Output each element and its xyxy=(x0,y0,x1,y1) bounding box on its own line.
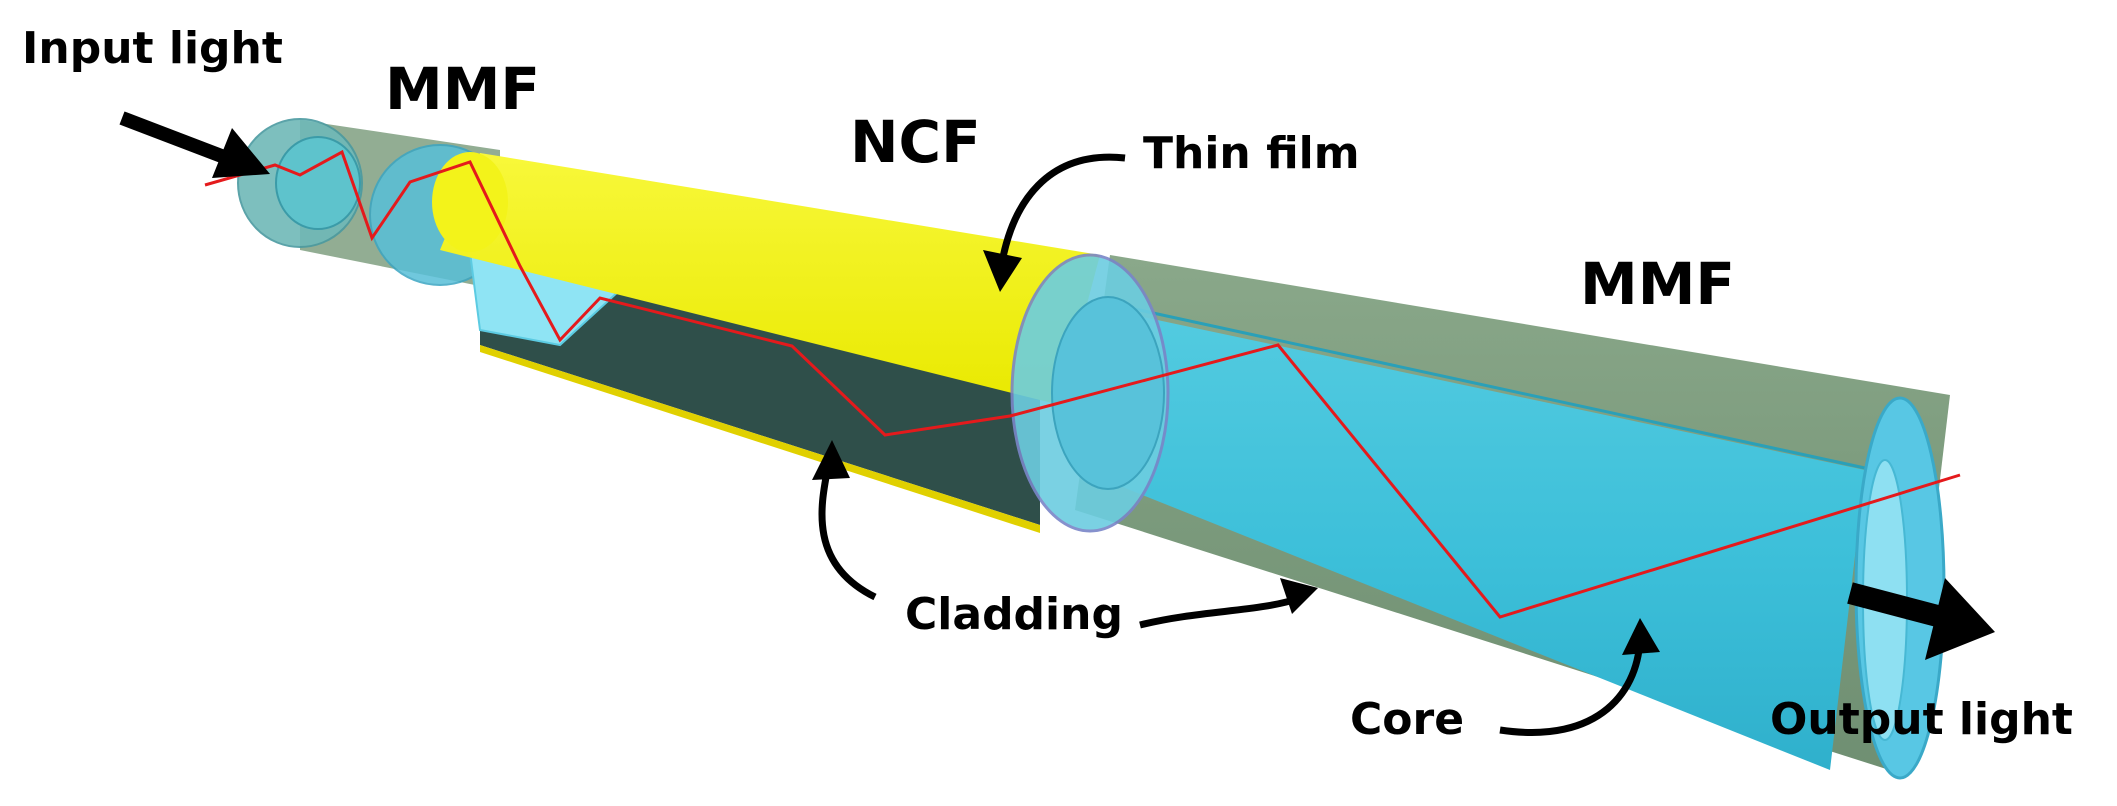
cladding-label: Cladding xyxy=(905,589,1123,640)
output-light-label: Output light xyxy=(1770,694,2073,745)
right-mmf-label: MMF xyxy=(1580,250,1736,318)
light-ray-path xyxy=(204,149,1961,619)
thin-film-label: Thin film xyxy=(1143,128,1360,179)
right-mmf-core xyxy=(1080,310,1865,770)
ncf-label: NCF xyxy=(850,108,981,176)
right-mmf-core-edge xyxy=(1129,306,1866,470)
input-light-arrow xyxy=(119,111,270,178)
core-label: Core xyxy=(1350,694,1465,745)
cladding-pointer-lower xyxy=(1139,578,1318,629)
output-light-arrow xyxy=(1847,578,1995,660)
thin-film-bottom-edge xyxy=(480,345,1040,533)
core-pointer xyxy=(1499,618,1660,736)
left-mmf-label: MMF xyxy=(385,55,541,123)
thin-film-pointer xyxy=(983,153,1126,292)
input-light-label: Input light xyxy=(22,23,283,74)
cladding-pointer-upper xyxy=(812,440,877,601)
left-mmf-core-end xyxy=(275,136,361,230)
right-joint-core xyxy=(1051,296,1165,490)
ncf-section xyxy=(432,152,1100,533)
thin-film-start-edge xyxy=(432,152,508,252)
thin-film-shell xyxy=(440,153,1100,405)
